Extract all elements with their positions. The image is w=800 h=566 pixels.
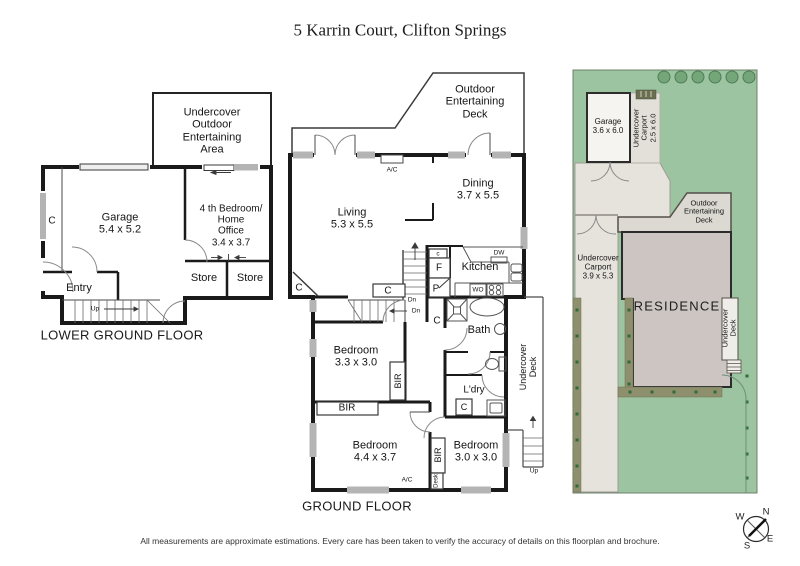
lg-garage-label: Garage 5.4 x 5.2 xyxy=(98,211,142,236)
site-outdoor-deck xyxy=(617,192,732,233)
gf-ac-unit-top xyxy=(380,154,404,164)
lg-outer-walls xyxy=(41,165,273,325)
site-gate-arc xyxy=(721,374,747,400)
compass-s: S xyxy=(743,540,751,552)
gf-bath-fixtures xyxy=(446,297,507,417)
lg-up-label: Up xyxy=(90,305,100,313)
gf-bath-label: Bath xyxy=(467,323,491,336)
lower-ground-floor-plan xyxy=(39,92,273,325)
gf-deck-outline xyxy=(291,72,525,155)
lg-entry-label: Entry xyxy=(66,281,92,294)
lg-outdoor-area xyxy=(152,92,272,169)
site-garden-beds xyxy=(572,297,723,493)
site-carport-top xyxy=(629,92,661,164)
site-residence-label: RESIDENCE xyxy=(633,298,721,314)
gf-dining-label: Dining 3.7 x 5.5 xyxy=(456,177,500,202)
compass-w: W xyxy=(735,511,745,523)
gf-ac-top-label: A/C xyxy=(386,166,398,174)
gf-kitchen-label: Kitchen xyxy=(461,260,499,273)
gf-arrows xyxy=(388,242,537,428)
gf-door-arcs xyxy=(314,132,505,439)
lg-arrows xyxy=(104,169,246,312)
compass-e: E xyxy=(766,533,774,545)
disclaimer-text: All measurements are approximate estimat… xyxy=(140,536,660,547)
gf-bir1-label: BIR xyxy=(392,373,403,389)
site-deck-stairs xyxy=(726,359,742,374)
site-garage xyxy=(586,92,631,163)
gf-up-label: Up xyxy=(529,467,539,475)
compass-rose xyxy=(742,515,770,543)
gf-bedroom1-label: Bedroom 3.3 x 3.0 xyxy=(333,344,379,369)
gf-hall-cupboard-label: C xyxy=(433,315,441,327)
lg-bedroom4-label: 4 th Bedroom/ Home Office 3.4 x 3.7 xyxy=(199,203,263,249)
lg-sliding-door xyxy=(203,164,235,171)
lg-cupboard-lines xyxy=(61,167,160,301)
site-door-arcs xyxy=(576,161,630,235)
gf-bedroom2-label: Bedroom 4.4 x 3.7 xyxy=(352,439,398,464)
lg-cupboard-label: C xyxy=(48,215,56,227)
gf-dn1-label: Dn xyxy=(407,296,417,304)
gf-laundry-label: L'dry xyxy=(463,384,485,396)
site-plan xyxy=(572,69,758,494)
gf-desk-label: Desk xyxy=(433,474,440,488)
site-bushes xyxy=(657,70,756,84)
gf-kitchen-bench xyxy=(454,246,523,297)
gf-undercover-deck-label: Undercover Deck xyxy=(517,343,538,391)
gf-pantry-label: P xyxy=(432,283,440,295)
gf-corner-cupboard-label: C xyxy=(295,282,303,294)
gf-living-label: Living 5.3 x 5.5 xyxy=(330,206,374,231)
lg-window-left xyxy=(40,193,46,239)
page-title: 5 Karrin Court, Clifton Springs xyxy=(293,20,507,40)
gf-corner-cupboard xyxy=(292,271,319,297)
gf-fridge-label: F xyxy=(435,262,443,274)
gf-bedroom3-label: Bedroom 3.0 x 3.0 xyxy=(453,439,499,464)
site-garage-label: Garage 3.6 x 6.0 xyxy=(592,117,624,135)
gf-understair-cupboard-label: C xyxy=(384,285,392,297)
site-deck-label: Outdoor Entertaining Deck xyxy=(683,198,725,225)
gf-undercover-deck xyxy=(507,296,544,468)
gf-cupboard-small-label: c xyxy=(436,249,440,257)
gf-wo-label: WO xyxy=(472,286,484,294)
lg-window-top xyxy=(234,164,258,171)
lg-door-arcs xyxy=(42,239,208,324)
gf-deck-label: Outdoor Entertaining Deck xyxy=(445,83,505,121)
compass-needle xyxy=(748,518,767,537)
gf-laundry-cupboard-label: C xyxy=(460,401,468,412)
site-carport-top-label: Undercover Carport 2.5 x 6.0 xyxy=(631,108,658,148)
lg-floor-label: LOWER GROUND FLOOR xyxy=(40,327,204,343)
gf-floor-label: GROUND FLOOR xyxy=(302,498,412,514)
gf-bir3-label: BIR xyxy=(432,447,443,463)
gf-dn2-label: Dn xyxy=(411,307,421,315)
site-carport-left-label: Undercover Carport 3.9 x 5.3 xyxy=(577,253,619,281)
lg-outdoor-area-label: Undercover Outdoor Entertaining Area xyxy=(182,106,242,156)
lg-garage-door xyxy=(79,163,149,171)
site-undercover-deck-label: Undercover Deck xyxy=(720,308,738,348)
lg-store1-label: Store xyxy=(190,271,218,284)
lg-store2-label: Store xyxy=(236,271,264,284)
gf-ac-bottom-label: A/C xyxy=(401,476,413,484)
lg-stairs xyxy=(74,299,171,324)
ground-floor-plan xyxy=(288,72,544,494)
gf-windows xyxy=(293,151,528,494)
compass-n: N xyxy=(762,506,770,518)
gf-bir2-label: BIR xyxy=(338,402,356,414)
lg-interior-walls xyxy=(43,167,271,300)
gf-dw-label: DW xyxy=(493,249,505,257)
